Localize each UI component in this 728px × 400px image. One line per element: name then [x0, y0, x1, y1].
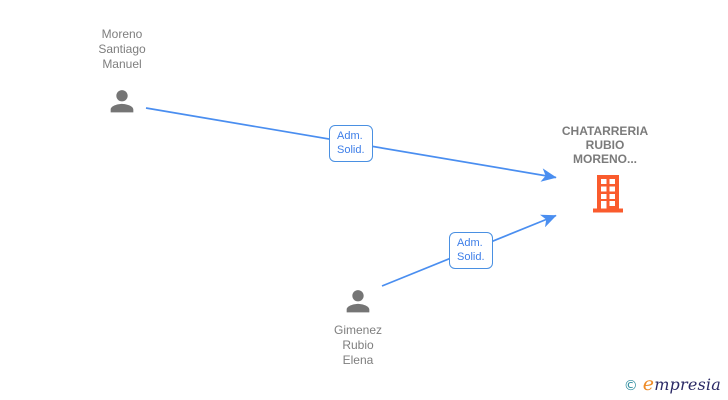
node-person2-name[interactable]: Gimenez Rubio Elena — [278, 323, 438, 368]
brand-logo[interactable]: © empresia — [624, 373, 721, 395]
person-icon — [346, 290, 370, 313]
company-name-line2: RUBIO — [585, 138, 625, 152]
edge1-label-adm-solid[interactable]: Adm. Solid. — [329, 125, 373, 162]
person1-name-line3: Manuel — [102, 57, 142, 71]
brand-rest: mpresia — [654, 375, 721, 394]
brand-name: empresia — [643, 373, 721, 395]
company-name-line3: MORENO... — [572, 152, 637, 166]
building-icon — [593, 175, 623, 213]
person1-name-line2: Santiago — [98, 42, 146, 56]
person2-name-line1: Gimenez — [333, 323, 383, 337]
person2-name-line2: Rubio — [342, 338, 374, 352]
edge2-label-adm-solid[interactable]: Adm. Solid. — [449, 232, 493, 269]
edge2-label-line1: Adm. — [457, 237, 483, 249]
edge1-label-line1: Adm. — [337, 130, 363, 142]
brand-first-letter: e — [642, 373, 655, 395]
node-person2-icon-target[interactable] — [342, 285, 374, 322]
person-icon — [110, 90, 134, 113]
edge2-label-line2: Solid. — [457, 251, 485, 263]
node-person1-icon-target[interactable] — [106, 85, 138, 122]
person2-name-line3: Elena — [342, 353, 374, 367]
copyright-icon: © — [623, 378, 638, 394]
node-company-icon-target[interactable] — [592, 175, 624, 218]
edge1-label-line2: Solid. — [337, 144, 365, 156]
company-name-line1: CHATARRERIA — [561, 124, 649, 138]
node-company-name[interactable]: CHATARRERIA RUBIO MORENO... — [535, 124, 675, 166]
person1-name-line1: Moreno — [101, 27, 143, 41]
node-person1-name[interactable]: Moreno Santiago Manuel — [42, 27, 202, 72]
